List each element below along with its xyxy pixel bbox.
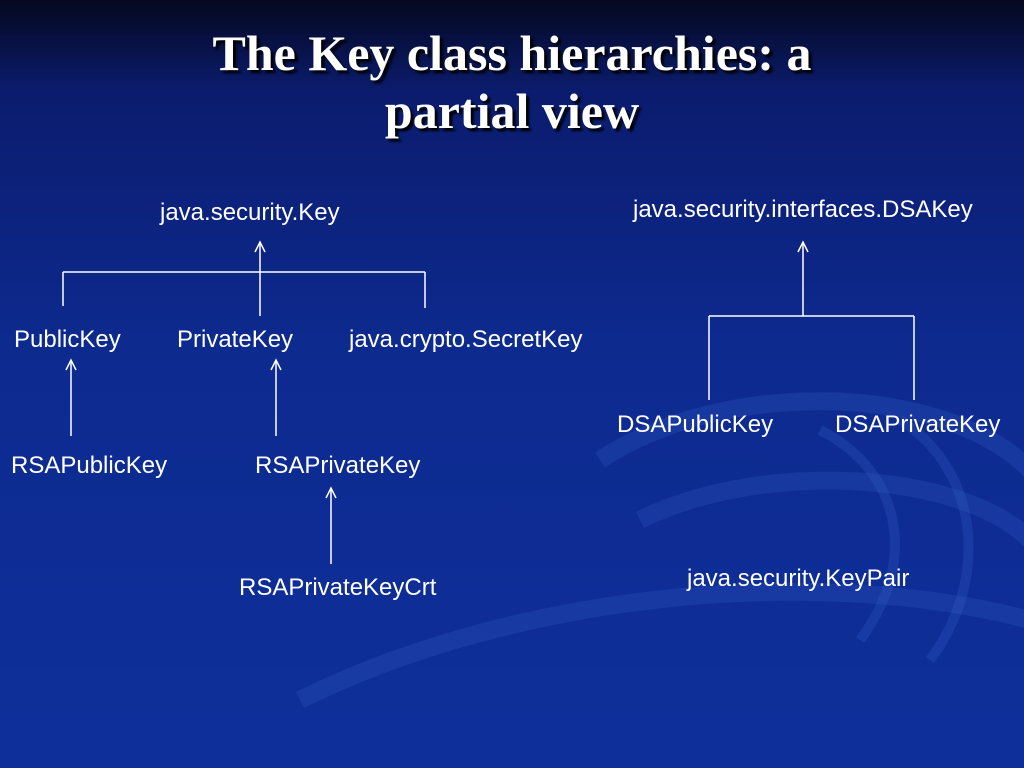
rsapublic-arrowhead	[65, 358, 77, 371]
rsaprivate-arrowhead	[270, 358, 282, 371]
node-secretkey: java.crypto.SecretKey	[349, 326, 583, 353]
node-privatekey: PrivateKey	[177, 326, 294, 353]
node-rsaprivatekey: RSAPrivateKey	[255, 452, 421, 479]
node-dsaprivatekey: DSAPrivateKey	[835, 411, 1001, 438]
node-rsapublickey: RSAPublicKey	[11, 452, 168, 479]
node-dsapublickey: DSAPublicKey	[617, 411, 774, 438]
key-arrowhead	[254, 240, 266, 253]
node-publickey: PublicKey	[14, 326, 121, 353]
node-rsaprivatekeycrt: RSAPrivateKeyCrt	[239, 574, 437, 601]
node-java-security-key: java.security.Key	[160, 199, 340, 226]
rsacrt-arrowhead	[325, 486, 337, 499]
node-dsakey: java.security.interfaces.DSAKey	[633, 196, 973, 223]
slide-title: The Key class hierarchies: a partial vie…	[212, 25, 812, 139]
dsakey-arrowhead	[797, 240, 809, 253]
node-keypair: java.security.KeyPair	[687, 565, 910, 592]
